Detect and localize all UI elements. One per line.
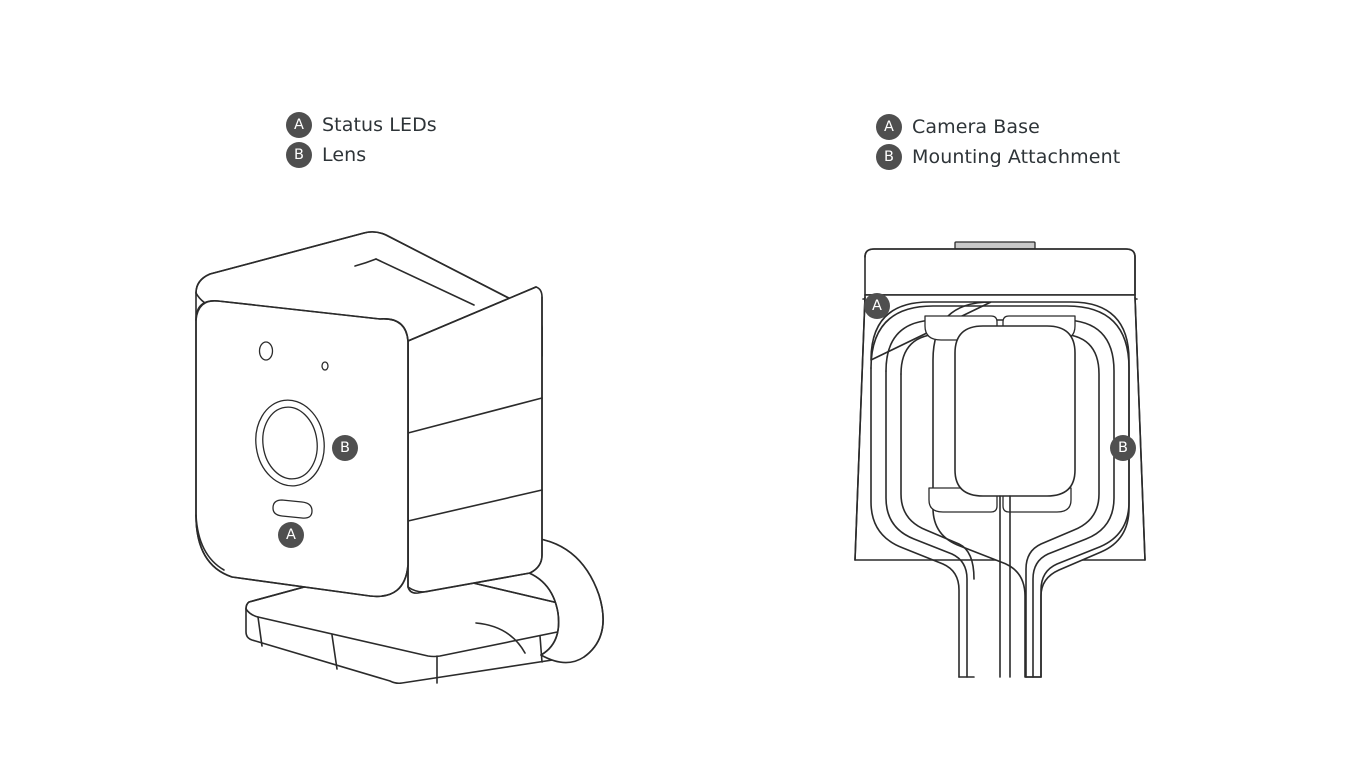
camera-hinge-arm xyxy=(475,536,604,664)
marker-mounting-attachment: B xyxy=(1110,435,1136,461)
camera-front-perspective-illustration xyxy=(195,231,604,685)
legend-camera-rear: A Camera Base B Mounting Attachment xyxy=(876,112,1120,172)
marker-status-leds: A xyxy=(278,522,304,548)
mounting-attachment-rings xyxy=(870,305,1130,678)
legend-badge-a: A xyxy=(876,114,902,140)
camera-rear-mount-illustration xyxy=(854,241,1146,678)
legend-label-camera-base: Camera Base xyxy=(912,116,1040,138)
mount-top-tab xyxy=(954,241,1036,250)
marker-lens: B xyxy=(332,435,358,461)
legend-camera-front: A Status LEDs B Lens xyxy=(286,110,437,170)
legend-label-mounting-attachment: Mounting Attachment xyxy=(912,146,1121,168)
legend-badge-b: B xyxy=(876,144,902,170)
marker-camera-base: A xyxy=(864,293,890,319)
sensor-hole-icon xyxy=(258,341,274,361)
mount-center-divider xyxy=(999,495,1011,678)
legend-label-status-leds: Status LEDs xyxy=(322,114,437,136)
legend-item: A Status LEDs xyxy=(286,110,437,140)
microphone-hole-icon xyxy=(321,361,329,371)
mount-center-plate xyxy=(954,325,1076,497)
legend-badge-a: A xyxy=(286,112,312,138)
legend-item: B Mounting Attachment xyxy=(876,142,1120,172)
camera-lens xyxy=(255,399,325,487)
legend-item: A Camera Base xyxy=(876,112,1120,142)
legend-label-lens: Lens xyxy=(322,144,367,166)
legend-badge-b: B xyxy=(286,142,312,168)
camera-base-block xyxy=(862,248,1138,300)
camera-body-side xyxy=(407,286,543,594)
legend-item: B Lens xyxy=(286,140,437,170)
status-led-slot xyxy=(272,499,313,519)
